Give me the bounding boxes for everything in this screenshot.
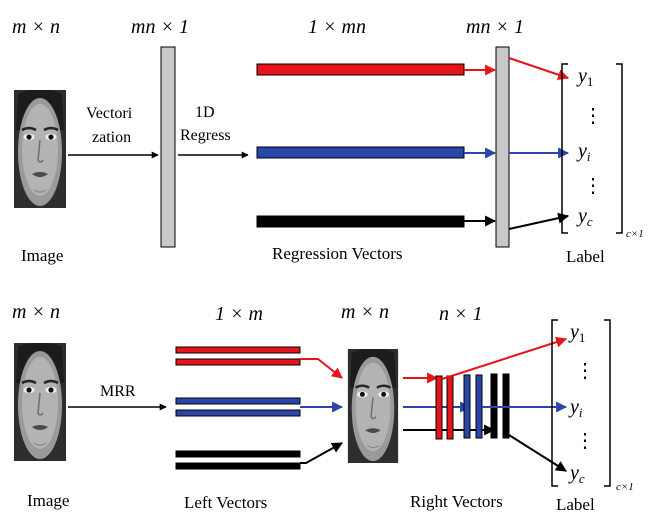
top-black-arrow-out — [508, 212, 570, 230]
top-caption-image: Image — [21, 246, 63, 265]
bottom-caption-image: Image — [27, 491, 69, 510]
top-step-regress-line1: 1D — [195, 104, 215, 121]
bottom-label-yi: yi — [568, 396, 583, 420]
bottom-red-right-vector-1 — [435, 375, 443, 440]
top-output-bar — [495, 46, 510, 248]
bottom-face-image — [14, 343, 66, 461]
top-label-yi: yi — [576, 140, 591, 164]
bottom-caption-left: Left Vectors — [184, 493, 267, 512]
bottom-label-y1: y1 — [568, 321, 585, 345]
top-label-bracket-left — [561, 63, 568, 234]
bottom-label-dim: c×1 — [616, 481, 634, 493]
bottom-red-arrow-out — [441, 336, 568, 380]
bottom-red-left-vector-2 — [175, 358, 301, 366]
bottom-blue-right-vector-1 — [463, 374, 471, 439]
top-red-arrow-out — [508, 57, 570, 81]
bottom-dim-image: m × n — [12, 301, 60, 323]
top-label-yc: yc — [576, 205, 593, 229]
bottom-dim-center: m × n — [341, 301, 389, 323]
top-caption-label: Label — [566, 247, 605, 266]
top-black-vector — [256, 215, 465, 228]
top-face-image — [14, 90, 66, 208]
bottom-black-left-vector-2 — [175, 462, 301, 470]
top-label-dim: c×1 — [626, 228, 644, 240]
top-label-dots-2: ⋮ — [583, 175, 603, 197]
bottom-red-left-vector-1 — [175, 346, 301, 354]
top-dim-regression: 1 × mn — [308, 16, 366, 38]
top-step-regress-line2: Regress — [180, 127, 231, 144]
top-label-y1: y1 — [576, 65, 593, 89]
bottom-label-dots-1: ⋮ — [575, 360, 595, 382]
bottom-caption-right: Right Vectors — [410, 492, 503, 511]
top-step-vectorization-line2: zation — [92, 129, 131, 146]
top-dim-output: mn × 1 — [466, 16, 524, 38]
top-caption-regression: Regression Vectors — [272, 244, 402, 263]
bottom-blue-left-vector-2 — [175, 409, 301, 417]
bottom-black-arrow-out — [508, 434, 567, 472]
bottom-label-bracket-right — [604, 319, 611, 487]
top-blue-vector — [256, 146, 465, 159]
bottom-red-right-vector-2 — [446, 375, 454, 440]
top-step-vectorization-line1: Vectori — [86, 105, 133, 122]
bottom-red-arrow-to-face — [300, 358, 343, 379]
bottom-blue-right-vector-2 — [475, 374, 483, 439]
top-vector-bar — [160, 46, 176, 248]
bottom-face-center — [346, 349, 400, 463]
bottom-caption-label: Label — [556, 495, 595, 514]
bottom-step-mrr: MRR — [100, 383, 136, 400]
bottom-black-left-vector-1 — [175, 450, 301, 458]
top-label-bracket-right — [616, 63, 623, 234]
bottom-label-yc: yc — [568, 462, 585, 486]
bottom-label-bracket-left — [551, 319, 558, 487]
top-dim-image: m × n — [12, 16, 60, 38]
top-red-vector — [256, 63, 465, 76]
bottom-black-arrow-to-face — [300, 442, 343, 464]
bottom-label-dots-2: ⋮ — [575, 430, 595, 452]
top-dim-vector: mn × 1 — [131, 16, 189, 38]
top-label-dots-1: ⋮ — [583, 105, 603, 127]
bottom-dim-left: 1 × m — [215, 303, 263, 325]
bottom-blue-left-vector-1 — [175, 397, 301, 405]
bottom-dim-right: n × 1 — [439, 303, 483, 325]
